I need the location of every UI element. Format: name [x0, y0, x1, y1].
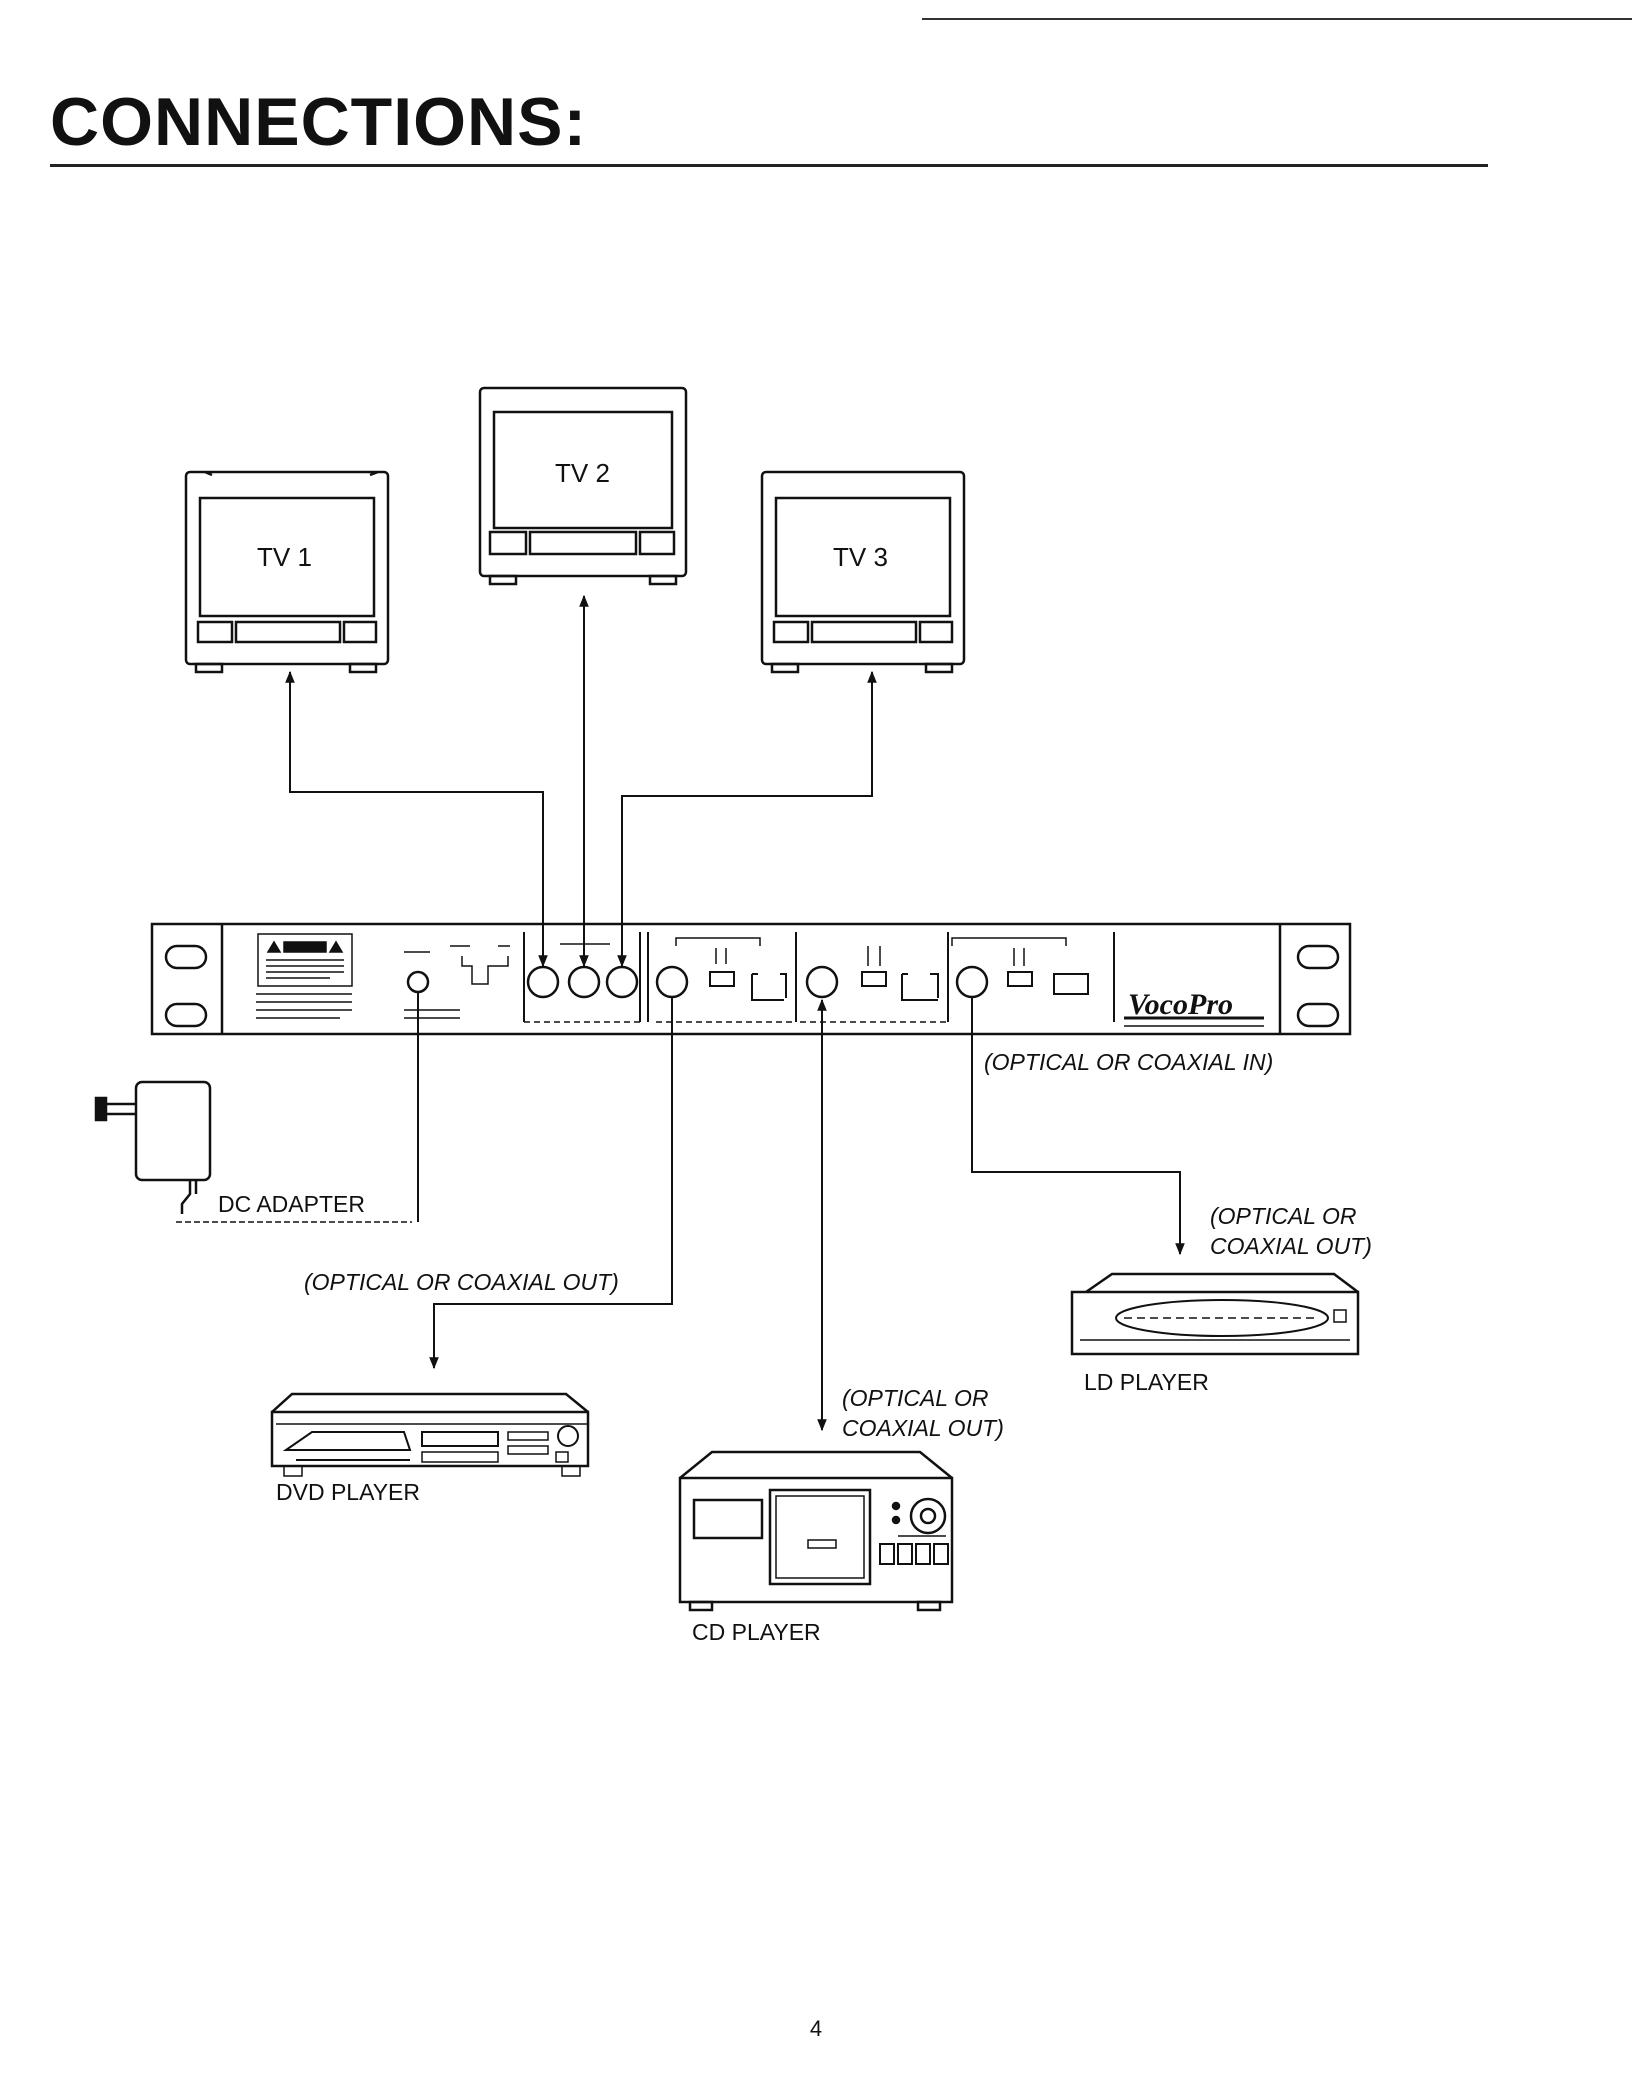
tv-1-cable [290, 672, 543, 964]
cd-out-label-line2: COAXIAL OUT) [842, 1415, 1004, 1441]
digital-in-1-coaxial-jack [657, 967, 687, 997]
digital-in-1-optical-port [710, 972, 734, 986]
video-out-jack-1 [528, 967, 558, 997]
digital-in-3-optical-port [1008, 972, 1032, 986]
ntsc-pal-switch [462, 956, 508, 984]
tv-3: TV 3 [762, 472, 964, 672]
page-number: 4 [0, 2016, 1632, 2042]
rack-ear-slot-left-top [166, 946, 206, 968]
tv-3-cable [622, 672, 872, 964]
tv-1: TV 1 [186, 472, 388, 672]
dvd-out-label: (OPTICAL OR COAXIAL OUT) [304, 1269, 619, 1295]
dvd-cable [434, 998, 672, 1368]
cd-player: CD PLAYER [680, 1452, 952, 1645]
ld-cable [972, 998, 1180, 1254]
digital-in-2-optical-port [862, 972, 886, 986]
tv-connection-lines [290, 596, 872, 966]
rack-unit: VocoPro [152, 924, 1350, 1034]
digital-in-3-coaxial-jack [957, 967, 987, 997]
tv-2-label: TV 2 [555, 458, 610, 488]
dvd-player: DVD PLAYER [272, 1394, 588, 1505]
rack-ear-slot-right-bottom [1298, 1004, 1338, 1026]
rack-ear-slot-left-bottom [166, 1004, 206, 1026]
optical-coaxial-in-label: (OPTICAL OR COAXIAL IN) [984, 1049, 1273, 1075]
ld-out-label-line2: COAXIAL OUT) [1210, 1233, 1372, 1259]
dc-adapter-label: DC ADAPTER [218, 1191, 365, 1217]
tv-3-label: TV 3 [833, 542, 888, 572]
video-out-jack-3 [607, 967, 637, 997]
dvd-player-label: DVD PLAYER [276, 1479, 420, 1505]
ld-player: LD PLAYER [1072, 1274, 1358, 1395]
cd-out-label-line1: (OPTICAL OR [842, 1385, 989, 1411]
video-out-jack-2 [569, 967, 599, 997]
cd-player-label: CD PLAYER [692, 1619, 821, 1645]
tv-1-label: TV 1 [257, 542, 312, 572]
digital-in-2-coaxial-jack [807, 967, 837, 997]
warning-label [256, 934, 352, 1018]
ld-player-label: LD PLAYER [1084, 1369, 1209, 1395]
tv-2: TV 2 [480, 388, 686, 584]
dc-in-jack [408, 972, 428, 992]
dc-adapter: DC ADAPTER [96, 1082, 412, 1222]
brand-logo: VocoPro [1128, 988, 1233, 1021]
rack-ear-slot-right-top [1298, 946, 1338, 968]
ld-out-label-line1: (OPTICAL OR [1210, 1203, 1357, 1229]
